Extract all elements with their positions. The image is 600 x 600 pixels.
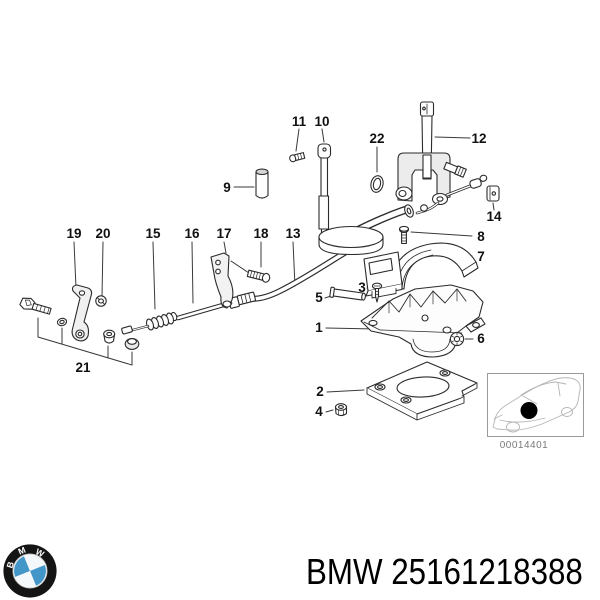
callout-labels: 11 10 22 12 9 14 8 7 19 20 15 16 17 18 1… (66, 114, 502, 419)
part-21-washer (56, 317, 68, 327)
part-5-pin (329, 286, 366, 301)
callout-15: 15 (145, 226, 161, 241)
callout-3: 3 (358, 280, 366, 295)
callout-18: 18 (253, 226, 269, 241)
callout-11: 11 (292, 114, 307, 129)
part-7-cover (363, 242, 479, 299)
part-number-text: BMW 25161218388 (306, 551, 583, 592)
vehicle-inset: 00014401 (487, 373, 584, 451)
part-3-screw (371, 282, 383, 303)
part-6-nut (449, 331, 465, 347)
part-11-bolt (289, 152, 306, 163)
part-21-grommet (124, 338, 140, 350)
locator-dot (520, 402, 538, 419)
callout-6: 6 (477, 331, 485, 346)
bmw-logo: B M W (3, 544, 57, 598)
leader-lines (73, 128, 495, 413)
callout-2: 2 (316, 384, 324, 399)
callout-21: 21 (75, 360, 91, 375)
callout-12: 12 (471, 131, 486, 146)
part-15-spring-boot (145, 311, 178, 331)
callout-9: 9 (223, 180, 231, 195)
part-4-nut (334, 403, 348, 417)
logo-letter-m: M (17, 545, 27, 557)
callout-10: 10 (314, 114, 329, 129)
part-8-bolt (398, 225, 410, 245)
bmw-roundel-quadrants: B M W (5, 545, 47, 587)
callout-19: 19 (66, 226, 81, 241)
callout-14: 14 (486, 209, 502, 224)
part-20-nut (95, 295, 107, 307)
part-18-bolt (246, 269, 271, 283)
part-9-sleeve (255, 168, 269, 199)
logo-letter-b: B (5, 560, 16, 569)
callout-22: 22 (369, 131, 384, 146)
part-shift-base (318, 204, 414, 256)
callout-17: 17 (216, 226, 231, 241)
part-14-clip (486, 185, 500, 202)
part-17-holder-bracket (210, 252, 250, 309)
part-12-shift-lever (395, 101, 467, 206)
callout-7: 7 (477, 249, 485, 264)
part-10-selector-rod (317, 143, 332, 237)
part-2-gasket (366, 361, 478, 421)
callout-4: 4 (315, 404, 323, 419)
part-cable-upper (415, 174, 488, 215)
callout-8: 8 (477, 229, 485, 244)
part-21-bolt (19, 297, 52, 315)
part-22-o-ring (370, 175, 384, 193)
inset-code: 00014401 (500, 440, 549, 451)
callout-16: 16 (184, 226, 200, 241)
callout-13: 13 (285, 226, 301, 241)
callout-5: 5 (315, 290, 323, 305)
part-16-cable-rod (175, 300, 233, 321)
part-cable-end (121, 324, 150, 335)
callout-1: 1 (315, 320, 323, 335)
part-21-bushing (103, 329, 116, 344)
group-bracket-21 (37, 317, 133, 366)
part-19-lever (71, 284, 93, 342)
callout-20: 20 (95, 226, 110, 241)
car-outline (492, 377, 581, 433)
